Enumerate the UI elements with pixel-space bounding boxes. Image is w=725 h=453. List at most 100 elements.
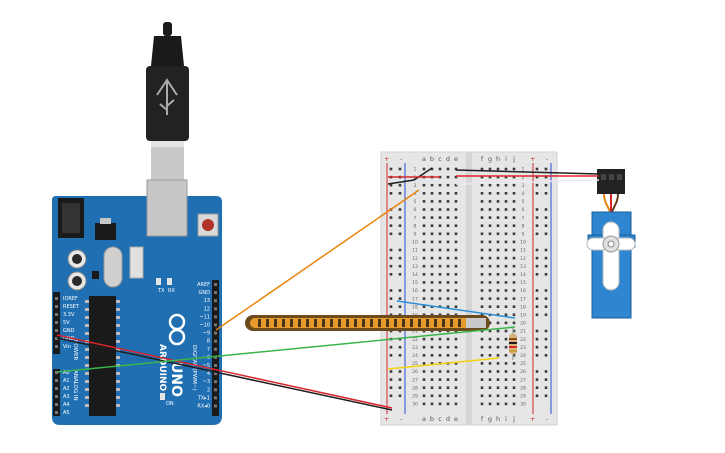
breadboard-hole[interactable] [430,345,434,349]
breadboard-hole[interactable] [446,289,450,292]
digital-pin-hole[interactable] [214,364,217,367]
breadboard-hole[interactable] [496,256,500,260]
rail-hole[interactable] [535,305,539,308]
rail-hole[interactable] [389,345,393,349]
breadboard-hole[interactable] [438,402,442,406]
breadboard-hole[interactable] [504,240,508,244]
breadboard-hole[interactable] [496,264,500,268]
breadboard-hole[interactable] [446,337,450,341]
breadboard-hole[interactable] [488,337,492,341]
breadboard-hole[interactable] [504,183,508,187]
digital-pin-hole[interactable] [214,331,217,335]
rail-hole[interactable] [398,345,402,349]
breadboard-hole[interactable] [496,240,500,244]
breadboard-hole[interactable] [438,394,442,398]
breadboard-hole[interactable] [446,224,450,227]
rail-hole[interactable] [544,297,548,300]
breadboard-hole[interactable] [454,216,458,219]
breadboard-hole[interactable] [480,192,484,195]
breadboard-hole[interactable] [430,289,434,292]
rail-hole[interactable] [535,175,539,179]
breadboard-hole[interactable] [512,224,516,227]
power-pin-hole[interactable] [55,313,58,316]
breadboard-hole[interactable] [512,248,516,252]
breadboard-hole[interactable] [504,297,508,300]
breadboard-hole[interactable] [430,167,434,171]
breadboard-hole[interactable] [430,297,434,300]
breadboard-hole[interactable] [438,200,442,203]
rail-hole[interactable] [398,378,402,381]
rail-hole[interactable] [398,256,402,260]
breadboard-hole[interactable] [422,167,426,171]
breadboard-hole[interactable] [446,232,450,236]
rail-hole[interactable] [535,345,539,349]
breadboard-hole[interactable] [446,192,450,195]
digital-pin-hole[interactable] [214,307,217,311]
breadboard-hole[interactable] [504,200,508,203]
rail-hole[interactable] [544,192,548,195]
breadboard-hole[interactable] [488,224,492,227]
arduino-uno-board[interactable]: TX RX ON ARDUINO UNO DIGITAL (PWM~) ANAL… [52,179,222,425]
breadboard-hole[interactable] [512,192,516,195]
breadboard-hole[interactable] [480,273,484,276]
breadboard-hole[interactable] [488,289,492,292]
breadboard-hole[interactable] [422,248,426,252]
breadboard-hole[interactable] [422,345,426,349]
breadboard-hole[interactable] [454,248,458,252]
breadboard-hole[interactable] [422,232,426,236]
rail-hole[interactable] [535,313,539,317]
breadboard-hole[interactable] [480,240,484,244]
breadboard-hole[interactable] [446,370,450,373]
rail-hole[interactable] [535,378,539,381]
rail-hole[interactable] [398,386,402,389]
breadboard-hole[interactable] [512,321,516,325]
breadboard-hole[interactable] [488,216,492,219]
rail-hole[interactable] [389,305,393,308]
rail-hole[interactable] [535,394,539,398]
breadboard-hole[interactable] [488,345,492,349]
breadboard-hole[interactable] [488,273,492,276]
breadboard-hole[interactable] [512,256,516,260]
breadboard-hole[interactable] [512,216,516,219]
rail-hole[interactable] [535,248,539,252]
rail-hole[interactable] [544,289,548,292]
breadboard-hole[interactable] [496,305,500,308]
breadboard-hole[interactable] [504,313,508,317]
digital-pin-hole[interactable] [214,315,217,319]
breadboard-hole[interactable] [480,208,484,211]
wire-yellow[interactable] [387,357,500,370]
rail-hole[interactable] [398,289,402,292]
rail-hole[interactable] [544,216,548,219]
breadboard-hole[interactable] [512,402,516,406]
rail-hole[interactable] [389,354,393,357]
breadboard-hole[interactable] [480,167,484,171]
breadboard-hole[interactable] [480,345,484,349]
breadboard-hole[interactable] [454,354,458,357]
breadboard-hole[interactable] [446,167,450,171]
breadboard-hole[interactable] [504,321,508,325]
rail-hole[interactable] [544,337,548,341]
flex-sensor[interactable] [245,315,490,331]
breadboard-hole[interactable] [488,354,492,357]
rail-hole[interactable] [544,183,548,187]
breadboard-hole[interactable] [496,345,500,349]
breadboard-hole[interactable] [480,402,484,406]
breadboard-hole[interactable] [480,305,484,308]
usb-cable[interactable] [146,22,189,181]
breadboard-hole[interactable] [488,305,492,308]
breadboard-hole[interactable] [496,183,500,187]
breadboard-hole[interactable] [480,175,484,179]
rail-hole[interactable] [544,354,548,357]
digital-pin-hole[interactable] [214,404,217,408]
breadboard-hole[interactable] [430,273,434,276]
breadboard-hole[interactable] [496,192,500,195]
breadboard-hole[interactable] [438,370,442,373]
rail-hole[interactable] [398,167,402,171]
breadboard-hole[interactable] [422,378,426,381]
breadboard-hole[interactable] [504,345,508,349]
breadboard-hole[interactable] [512,394,516,398]
breadboard-hole[interactable] [430,386,434,389]
rail-hole[interactable] [398,297,402,300]
breadboard-hole[interactable] [430,354,434,357]
breadboard-hole[interactable] [504,329,508,333]
